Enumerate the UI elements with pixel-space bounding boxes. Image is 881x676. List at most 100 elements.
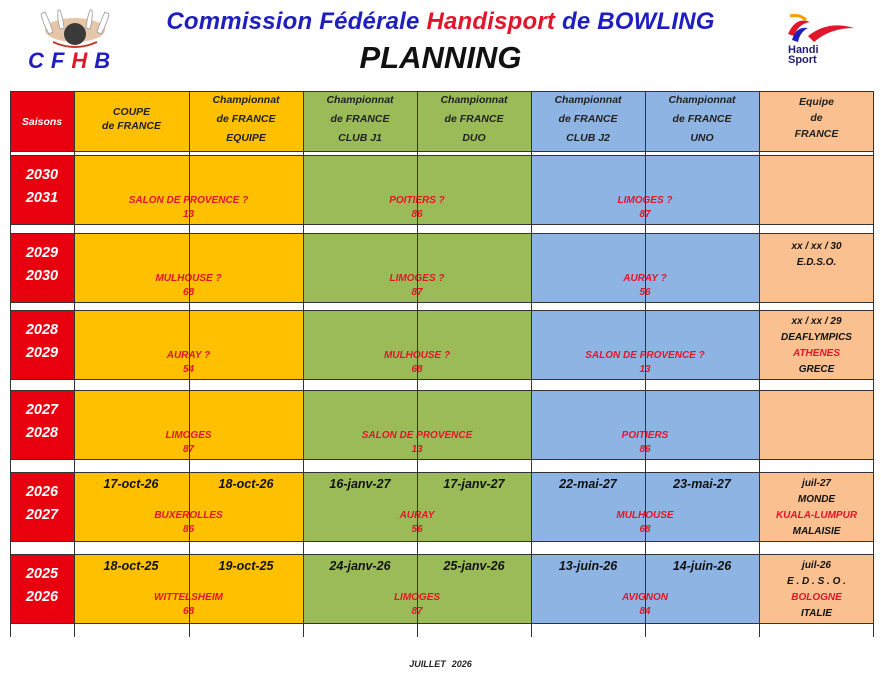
page-title: Commission Fédérale Handisport de BOWLIN… — [0, 8, 881, 36]
equipe-france-line: BOLOGNE — [791, 592, 842, 603]
venue-department: 86 — [74, 524, 303, 535]
equipe-france-info: xx / xx / 30 E.D.S.O. — [759, 239, 874, 271]
equipe-france-line: MONDE — [797, 494, 836, 505]
venue-department: 13 — [74, 209, 303, 220]
season-year: 2026 — [25, 589, 59, 605]
equipe-france-line: GRECE — [798, 364, 835, 375]
event-date: 14-juin-26 — [672, 559, 732, 573]
event-date: 18-oct-26 — [218, 477, 274, 491]
venue-name: SALON DE PROVENCE ? — [128, 195, 249, 206]
equipe-france-line: DEAFLYMPICS — [781, 332, 852, 343]
equipe-france-line: ATHENES — [792, 348, 841, 359]
event-date: 25-janv-26 — [443, 559, 505, 573]
equipe-france-line: juil-26 — [802, 560, 831, 571]
event-date: 17-oct-26 — [103, 477, 159, 491]
season-cell — [10, 155, 74, 225]
event-date: 16-janv-27 — [329, 477, 391, 491]
season-cell — [10, 472, 74, 542]
equipe-france-cell — [759, 472, 874, 542]
equipe-france-info: juil-26 E . D . S . O . BOLOGNE ITALIE — [759, 558, 874, 622]
header-saisons: Saisons — [10, 91, 74, 152]
org-acronym: CFHB — [28, 48, 118, 73]
event-date: 19-oct-25 — [218, 559, 274, 573]
coupe-equipe-cell — [74, 233, 303, 303]
svg-text:Handi: Handi — [788, 44, 819, 56]
season-year: 2028 — [25, 425, 59, 441]
equipe-france-line: E . D . S . O . — [787, 576, 846, 587]
venue-label: WITTELSHEIM68 — [74, 592, 303, 617]
equipe-france-line: ITALIE — [801, 608, 832, 619]
coupe-equipe-cell — [74, 554, 303, 624]
equipe-france-cell — [759, 310, 874, 380]
season-year: 2031 — [25, 190, 59, 206]
season-year: 2027 — [25, 402, 59, 418]
season-year: 2025 — [25, 566, 59, 582]
venue-name: AURAY — [400, 510, 435, 521]
venue-label: LIMOGES 87 — [74, 430, 303, 455]
season-cell — [10, 554, 74, 624]
equipe-france-line: MALAISIE — [792, 526, 841, 537]
bowling-logo-icon — [40, 9, 110, 48]
venue-label: MULHOUSE ? 68 — [74, 273, 303, 298]
svg-text:Sport: Sport — [788, 54, 817, 66]
equipe-france-info: xx / xx / 29 DEAFLYMPICS ATHENES GRECE — [759, 314, 874, 378]
season-cell — [10, 390, 74, 460]
venue-label: AURAY ? 54 — [74, 350, 303, 375]
event-date: 23-mai-27 — [673, 477, 731, 491]
event-date: 24-janv-26 — [329, 559, 391, 573]
page-subtitle: PLANNING — [359, 40, 522, 75]
season-year: 2029 — [25, 345, 59, 361]
venue-name: SALON DE PROVENCE — [361, 430, 473, 441]
venue-name: MULHOUSE ? — [155, 273, 222, 284]
equipe-france-cell — [759, 233, 874, 303]
season-year: 2028 — [25, 322, 59, 338]
venue-label: SALON DE PROVENCE ? 13 — [74, 195, 303, 220]
title-part2: de BOWLING — [561, 8, 715, 35]
season-cell — [10, 310, 74, 380]
season-year: 2026 — [25, 484, 59, 500]
title-red: Handisport — [426, 8, 556, 35]
season-year: 2030 — [25, 268, 59, 284]
coupe-equipe-cell — [74, 310, 303, 380]
coupe-equipe-cell — [74, 390, 303, 460]
event-date: 17-janv-27 — [443, 477, 505, 491]
venue-department: 54 — [74, 364, 303, 375]
venue-name: MULHOUSE ? — [383, 350, 451, 361]
season-year: 2027 — [25, 507, 59, 523]
venue-name: AURAY ? — [166, 350, 211, 361]
venue-department: 68 — [74, 287, 303, 298]
equipe-france-line: KUALA-LUMPUR — [775, 510, 858, 521]
event-date: 13-juin-26 — [558, 559, 618, 573]
event-date: 22-mai-27 — [559, 477, 617, 491]
equipe-france-line: juil-27 — [802, 478, 831, 489]
equipe-france-cell — [759, 554, 874, 624]
equipe-france-line: xx / xx / 29 — [791, 316, 842, 327]
equipe-france-cell — [759, 390, 874, 460]
season-year: 2029 — [25, 245, 59, 261]
venue-department: 87 — [74, 444, 303, 455]
coupe-equipe-cell — [74, 472, 303, 542]
equipe-france-line: xx / xx / 30 — [791, 241, 842, 252]
title-part1: Commission Fédérale — [166, 8, 420, 35]
handisport-logo-icon: Handi Sport — [788, 14, 854, 66]
equipe-france-line: E.D.S.O. — [796, 257, 837, 268]
venue-label: BUXEROLLES 86 — [74, 510, 303, 535]
equipe-france-cell — [759, 155, 874, 225]
venue-name: MULHOUSE — [616, 510, 673, 521]
venue-name: BUXEROLLES — [154, 510, 222, 521]
venue-name: LIMOGES — [165, 430, 211, 441]
season-cell — [10, 233, 74, 303]
event-date: 18-oct-25 — [103, 559, 159, 573]
venue-department: 68 — [74, 606, 303, 617]
season-year: 2030 — [25, 167, 59, 183]
